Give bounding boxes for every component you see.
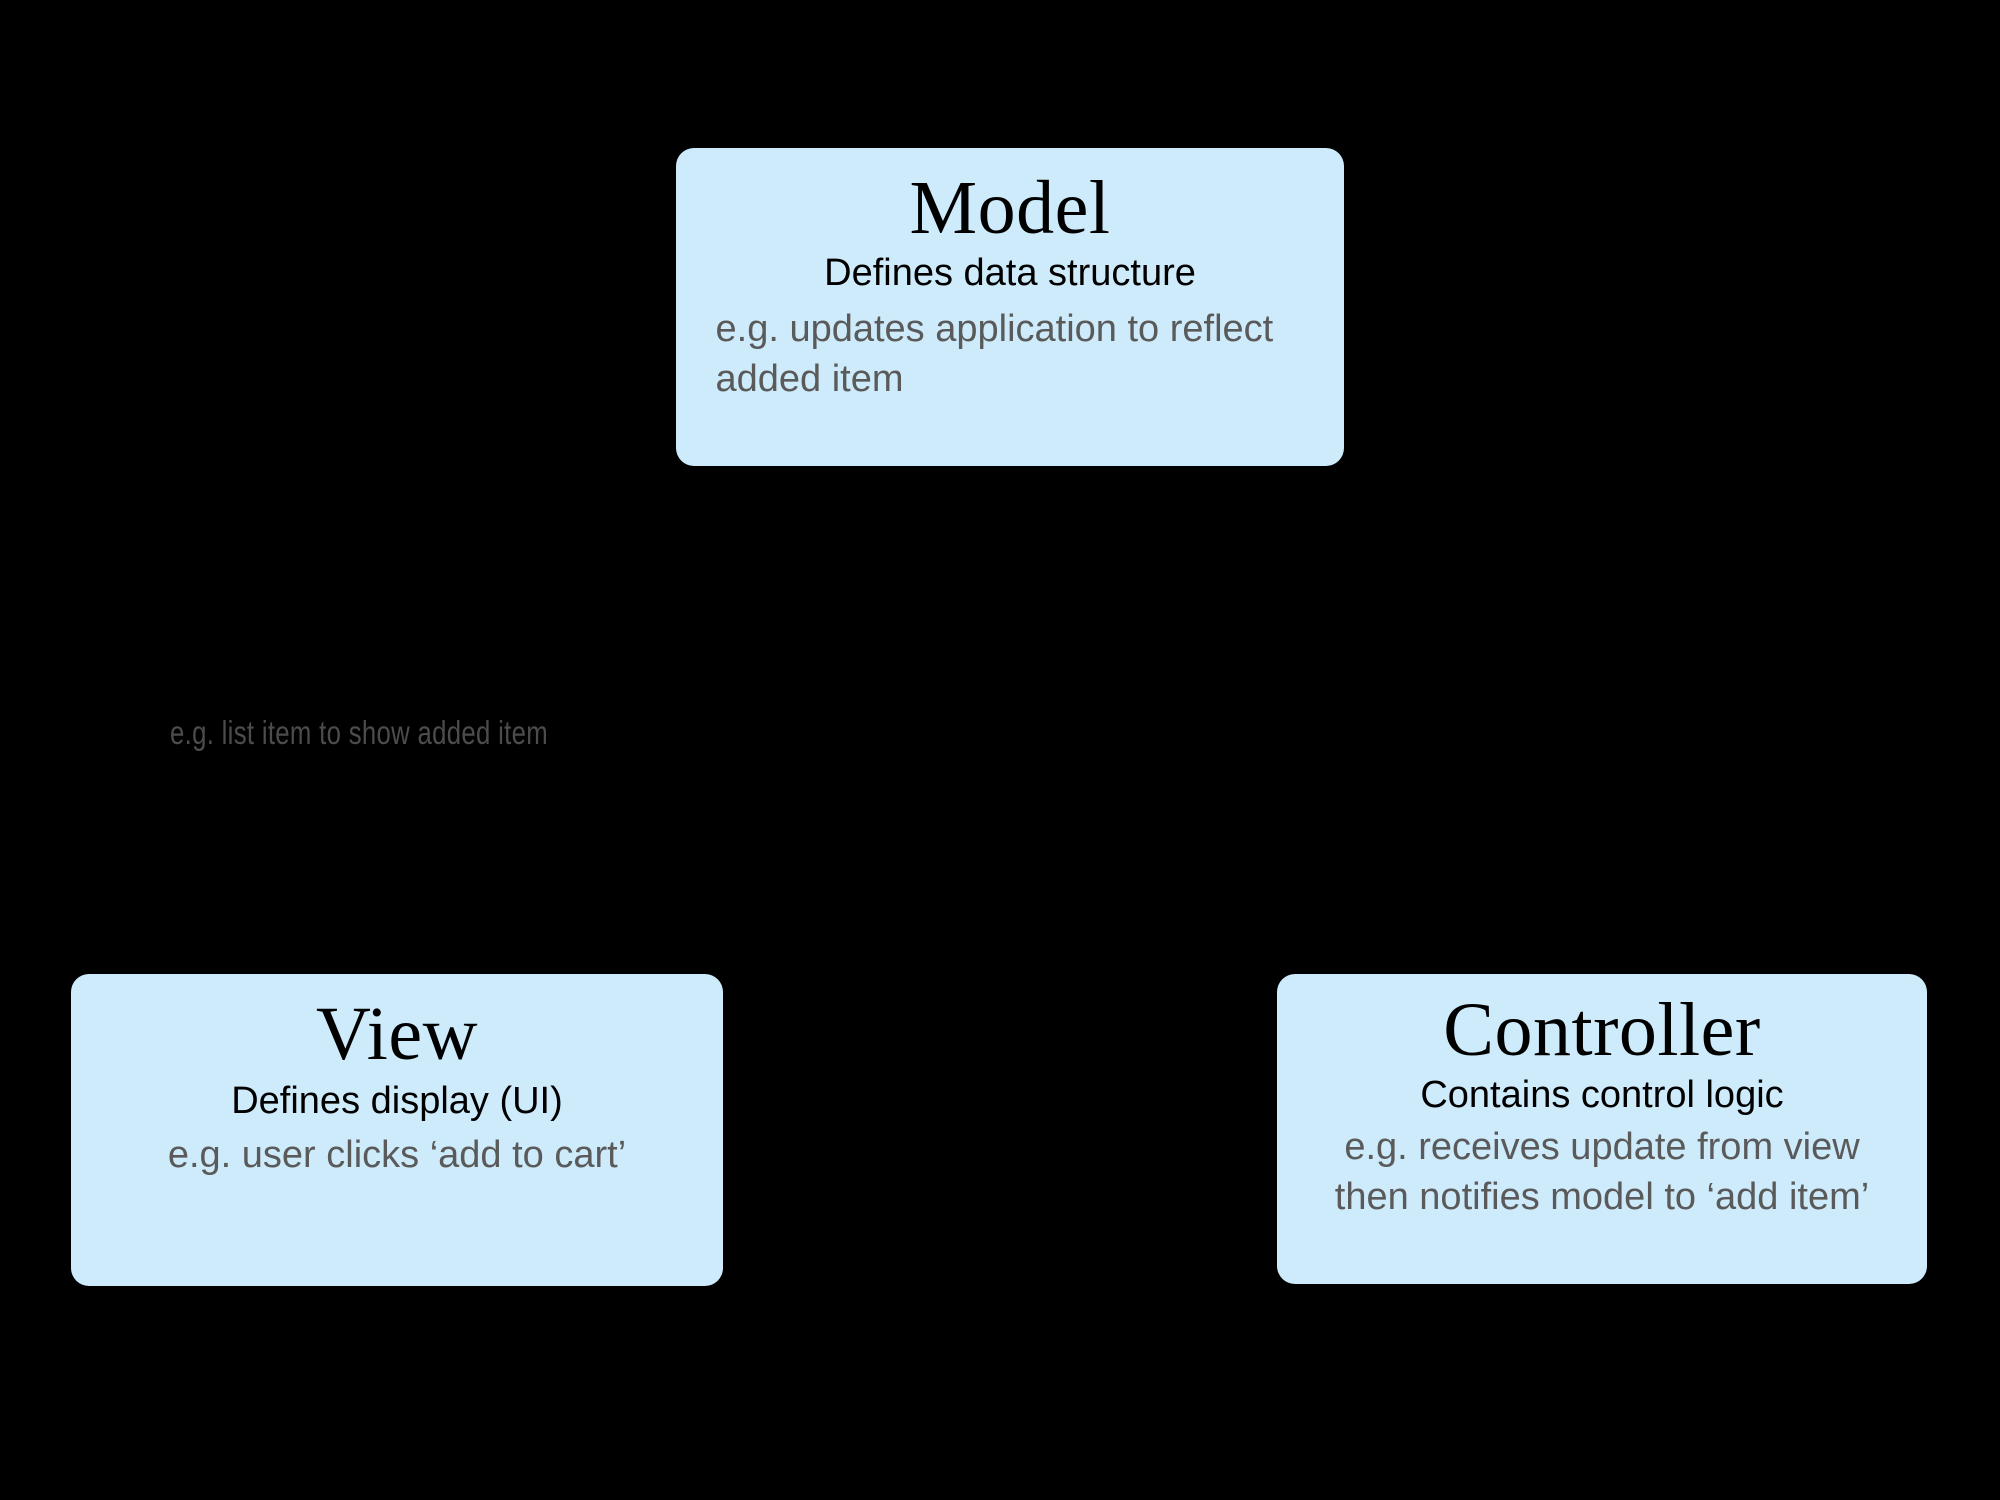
node-view-subtitle: Defines display (UI) [231,1080,563,1122]
node-view-example: e.g. user clicks ‘add to cart’ [168,1130,626,1180]
node-controller-example-line-2: then notifies model to ‘add item’ [1334,1176,1870,1219]
node-controller[interactable]: Controller Contains control logic e.g. r… [1277,974,1927,1284]
node-view-title: View [315,992,479,1076]
node-model-example-line-1: e.g. updates application to reflect [715,307,1274,350]
annotation-view-model-flow: e.g. list item to show added item [170,714,548,751]
node-controller-subtitle: Contains control logic [1420,1074,1784,1116]
node-model[interactable]: Model Defines data structure e.g. update… [676,148,1344,466]
node-model-title: Model [909,166,1111,250]
node-controller-example-line-1: e.g. receives update from view [1344,1125,1860,1168]
node-view[interactable]: View Defines display (UI) e.g. user clic… [71,974,723,1286]
node-model-example: e.g. updates application to reflect adde… [698,304,1323,404]
node-model-example-line-2: added item [715,358,904,401]
node-view-example-line-1: e.g. user clicks ‘add to cart’ [167,1133,627,1176]
node-model-subtitle: Defines data structure [824,252,1196,294]
node-controller-title: Controller [1443,988,1761,1072]
node-controller-example: e.g. receives update from view then noti… [1282,1122,1922,1222]
